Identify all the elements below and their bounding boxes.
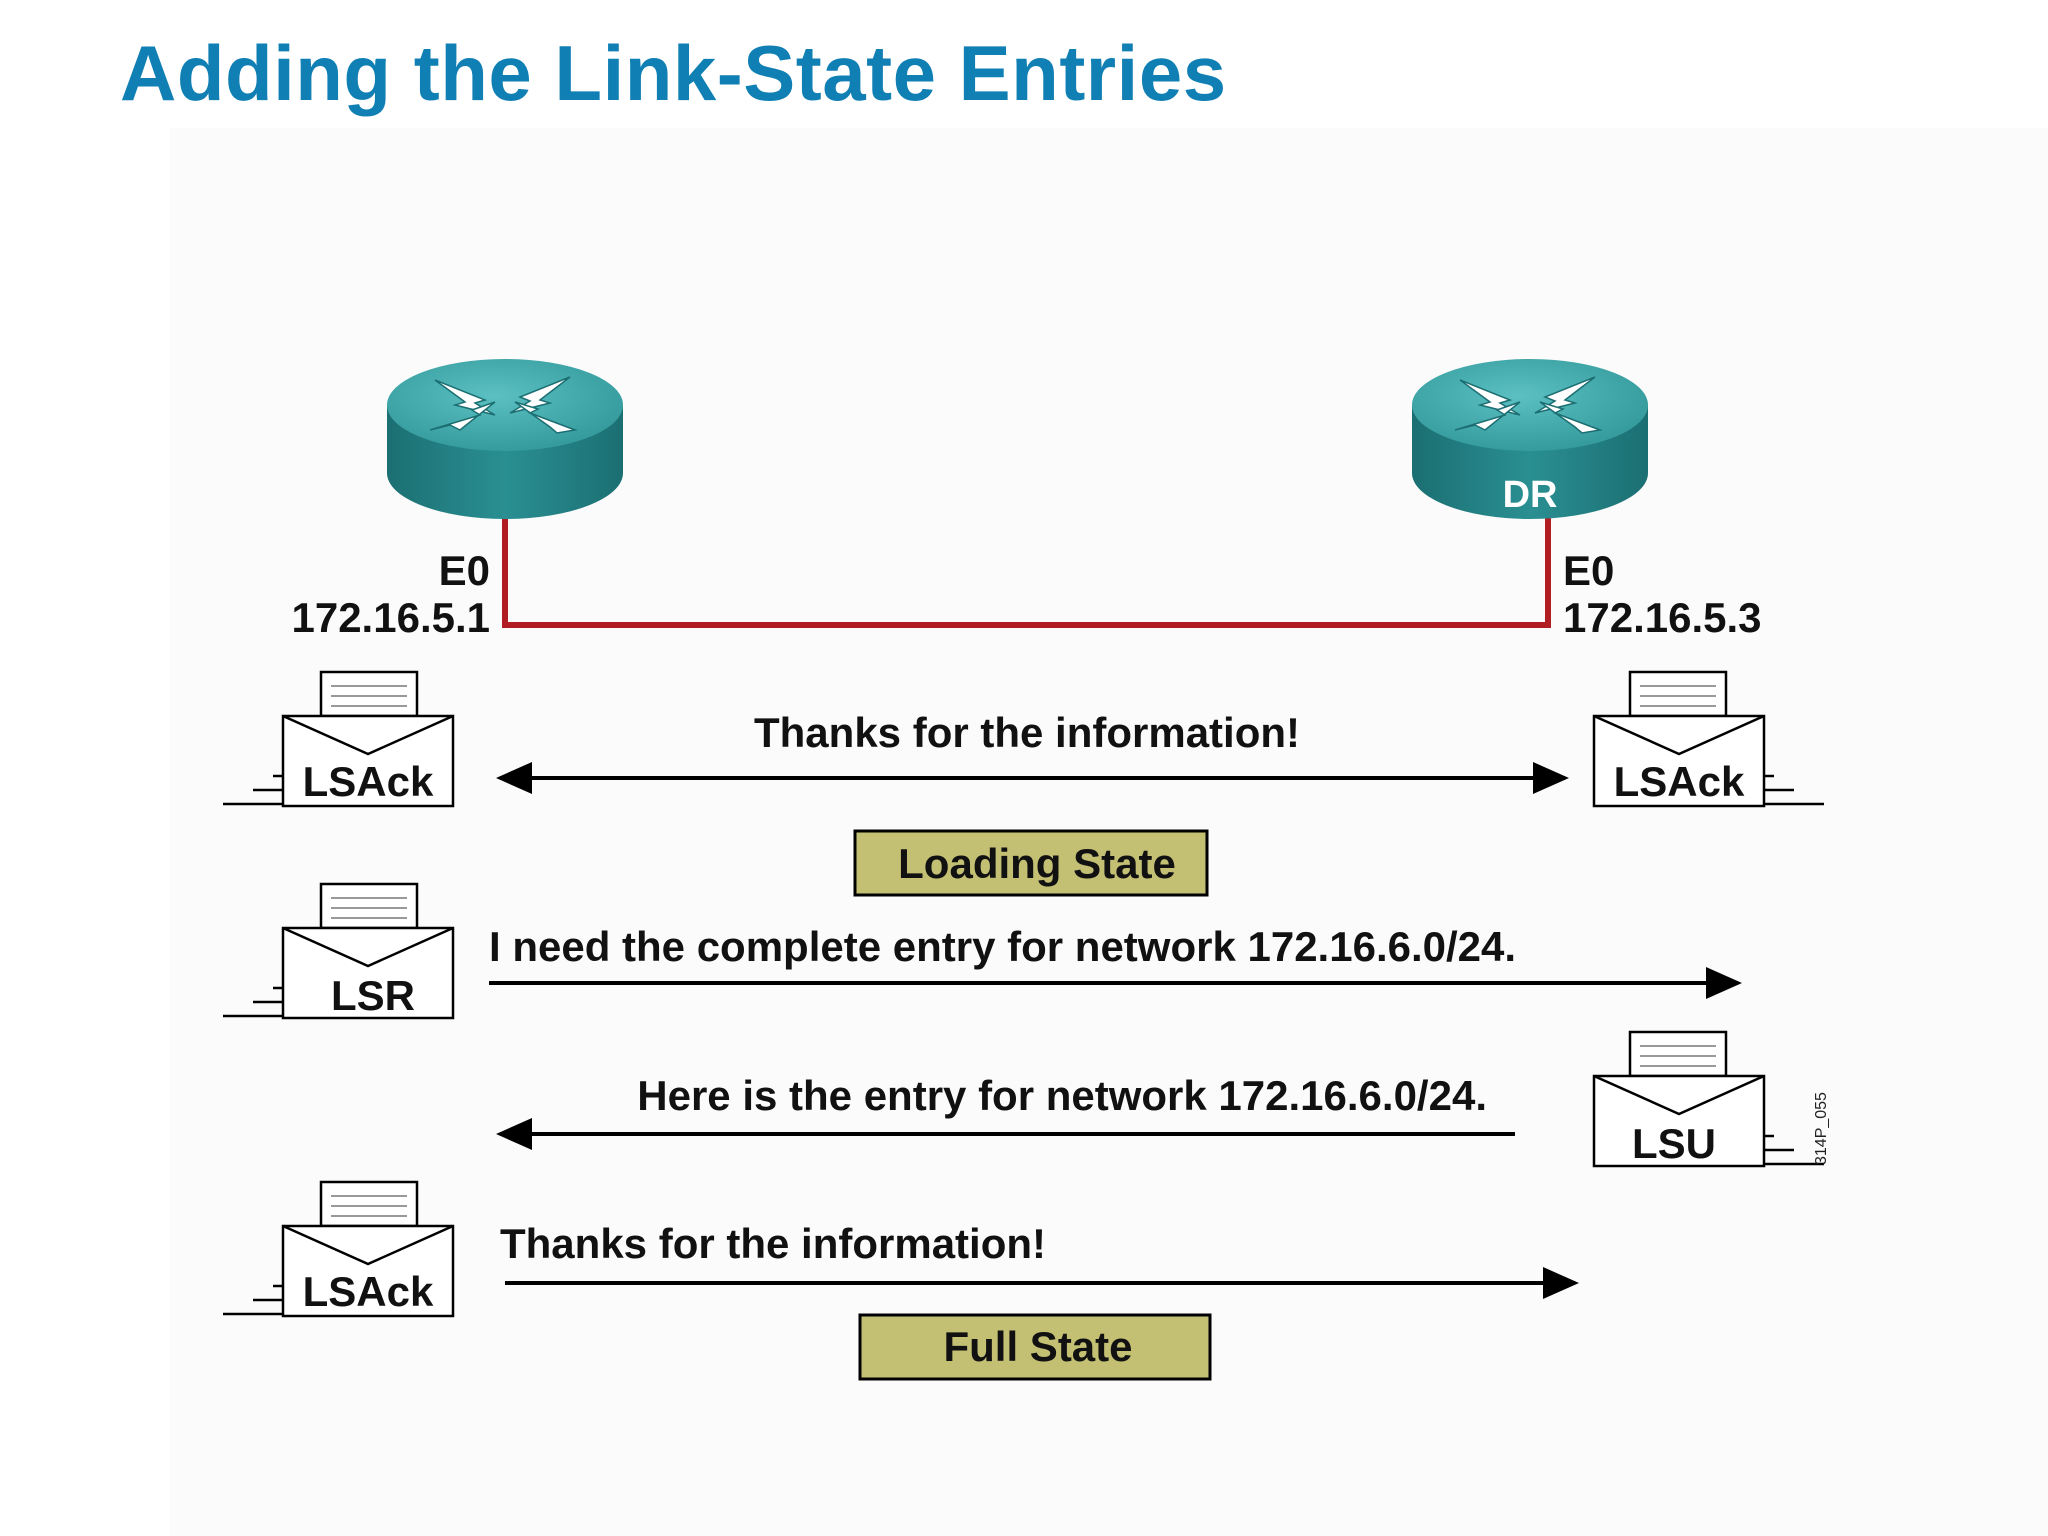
router-left[interactable] [387,359,623,519]
left-ip-label: 172.16.5.1 [291,594,490,641]
right-interface-label: E0 [1563,547,1614,594]
full-state-badge: Full State [858,1313,1212,1381]
message-text: Thanks for the information! [754,709,1300,756]
packet-label: LSAck [303,758,434,805]
ethernet-link [502,518,1551,628]
message-text: Here is the entry for network 172.16.6.0… [637,1072,1487,1119]
left-interface-label: E0 [439,547,490,594]
lsack-envelope-icon: LSAck [1592,670,1824,808]
lsack-envelope-icon: LSAck [223,670,455,808]
right-ip-label: 172.16.5.3 [1563,594,1762,641]
page-title: Adding the Link-State Entries [120,29,1227,117]
message-text: Thanks for the information! [500,1220,1046,1267]
message-text: I need the complete entry for network 17… [489,923,1516,970]
figure-id: 314P_055 [1813,1092,1830,1165]
router-dr[interactable]: DR [1412,359,1648,519]
lsu-envelope-icon: LSU [1592,1030,1824,1168]
packet-label: LSAck [1614,758,1745,805]
packet-label: LSR [331,972,415,1019]
lsr-envelope-icon: LSR [223,882,455,1020]
loading-state-label: Loading State [898,840,1176,887]
packet-label: LSAck [303,1268,434,1315]
lsack-envelope-icon: LSAck [223,1180,455,1318]
loading-state-badge: Loading State [853,829,1209,897]
router-badge: DR [1503,474,1558,516]
full-state-label: Full State [943,1323,1132,1370]
packet-label: LSU [1632,1120,1716,1167]
